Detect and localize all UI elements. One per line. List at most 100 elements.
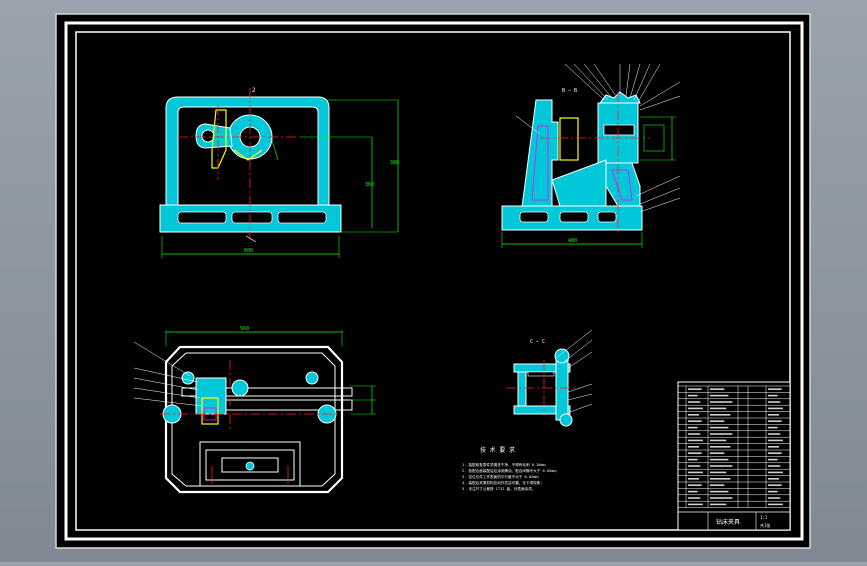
- dim-top-width: 560: [240, 326, 249, 332]
- top-view-boss: [231, 379, 249, 397]
- parts-cell-text: [710, 465, 733, 467]
- parts-cell-text: [710, 426, 729, 429]
- parts-cell-text: [768, 484, 782, 486]
- parts-list-grid: [678, 385, 790, 508]
- notes-title: 技 术 要 求: [480, 446, 515, 454]
- parts-cell-text: [688, 414, 699, 416]
- drawing-title: 钻床夹具: [716, 518, 740, 526]
- parts-cell-text: [688, 471, 703, 474]
- small-bore: [201, 129, 215, 143]
- parts-cell-text: [688, 401, 701, 403]
- parts-cell-text: [710, 420, 725, 422]
- detail-leaders: [555, 329, 593, 413]
- note-line: 3. 定位元件工作表面的平行度不大于 0.02mm;: [462, 474, 540, 479]
- drawing-frame-inner: [75, 31, 791, 531]
- sheet-count: 共1张: [760, 522, 770, 528]
- parts-cell-text: [710, 446, 731, 448]
- parts-cell-text: [768, 407, 783, 410]
- dim-front-height-inner: 360: [365, 182, 374, 188]
- parts-cell-text: [688, 426, 698, 429]
- parts-cell-text: [710, 388, 725, 390]
- front-view-marker: 2: [252, 87, 256, 94]
- parts-cell-text: [688, 465, 701, 467]
- note-line: 1. 装配前各零件须清洗干净，不得有毛刺 0.10mm;: [462, 462, 547, 467]
- note-line: 2. 各配合面装配后应涂润滑油，配合间隙不大于 0.05mm;: [462, 468, 558, 473]
- parts-cell-text: [768, 478, 779, 480]
- side-base-slot: [559, 211, 589, 223]
- side-view: B — B 480: [501, 63, 681, 248]
- parts-cell-text: [688, 394, 698, 397]
- detail-view: C — C: [506, 329, 593, 427]
- parts-cell-text: [688, 388, 702, 390]
- parts-cell-text: [710, 484, 725, 486]
- title-block-frame: [677, 381, 791, 531]
- dim-front-width: 600: [244, 248, 253, 254]
- top-leaders: [133, 341, 203, 407]
- top-view-boss: [305, 371, 319, 385]
- parts-cell-text: [710, 414, 731, 416]
- parts-cell-text: [768, 471, 783, 474]
- parts-cell-text: [768, 433, 781, 435]
- section-label-side: B — B: [562, 88, 577, 94]
- parts-list-entries: [688, 388, 783, 506]
- detail-knob: [554, 348, 570, 364]
- top-view-slot: [221, 457, 279, 473]
- parts-cell-text: [710, 503, 727, 506]
- detail-lower-plate: [513, 405, 571, 415]
- detail-post: [517, 371, 527, 407]
- parts-cell-text: [688, 452, 702, 454]
- technical-requirements: 技 术 要 求 1. 装配前各零件须清洗干净，不得有毛刺 0.10mm; 2. …: [462, 446, 558, 491]
- parts-cell-text: [768, 446, 779, 448]
- parts-cell-text: [768, 401, 781, 403]
- note-line: 5. 未注尺寸公差按 IT12 级，外表面涂漆。: [462, 486, 535, 491]
- parts-cell-text: [710, 394, 729, 397]
- title-block: 钻床夹具 1:1 共1张: [677, 381, 791, 531]
- side-base-slot: [597, 211, 617, 223]
- parts-cell-text: [688, 490, 698, 493]
- drawing-scale: 1:1: [760, 515, 768, 520]
- side-column-section: [611, 169, 633, 201]
- parts-cell-text: [710, 478, 731, 480]
- parts-cell-text: [768, 497, 781, 499]
- top-view-base-block: [199, 441, 301, 487]
- parts-cell-text: [768, 426, 778, 429]
- top-view: 560: [133, 326, 376, 494]
- section-label-detail: C — C: [530, 339, 545, 345]
- parts-cell-text: [710, 490, 729, 493]
- drawing-frame-outer: [64, 21, 804, 541]
- yellow-fixture: [233, 149, 263, 161]
- parts-cell-text: [688, 503, 703, 506]
- detail-knob: [559, 413, 573, 427]
- top-view-rail: [181, 387, 353, 397]
- dim-side-width: 480: [568, 238, 577, 244]
- parts-cell-text: [768, 394, 778, 397]
- side-clamp-top: [599, 91, 641, 104]
- parts-cell-text: [768, 458, 778, 461]
- parts-cell-text: [768, 452, 782, 454]
- parts-cell-text: [768, 465, 781, 467]
- parts-cell-text: [710, 471, 727, 474]
- front-base-slot: [277, 211, 327, 224]
- side-leaders: [515, 63, 681, 213]
- top-view-clamp: [195, 377, 227, 415]
- parts-cell-text: [710, 452, 725, 454]
- top-view-body: [164, 345, 344, 494]
- side-base-slot: [519, 211, 549, 223]
- side-view-rib: [531, 125, 549, 201]
- parts-cell-text: [710, 458, 729, 461]
- parts-cell-text: [768, 420, 782, 422]
- parts-cell-text: [768, 490, 778, 493]
- top-view-clamp-section: [201, 397, 219, 425]
- side-support-arm: [551, 159, 607, 207]
- parts-cell-text: [688, 439, 703, 442]
- note-line: 4. 装配后夹紧机构应动作灵活可靠，无卡滞现象;: [462, 480, 543, 485]
- parts-cell-text: [688, 497, 701, 499]
- parts-cell-text: [688, 420, 702, 422]
- side-workpiece: [559, 117, 579, 161]
- parts-cell-text: [688, 484, 702, 486]
- dim-front-height-outer: 380: [390, 160, 399, 166]
- top-view-pin: [245, 461, 255, 471]
- top-view-base-block: [205, 449, 295, 481]
- parts-cell-text: [710, 401, 733, 403]
